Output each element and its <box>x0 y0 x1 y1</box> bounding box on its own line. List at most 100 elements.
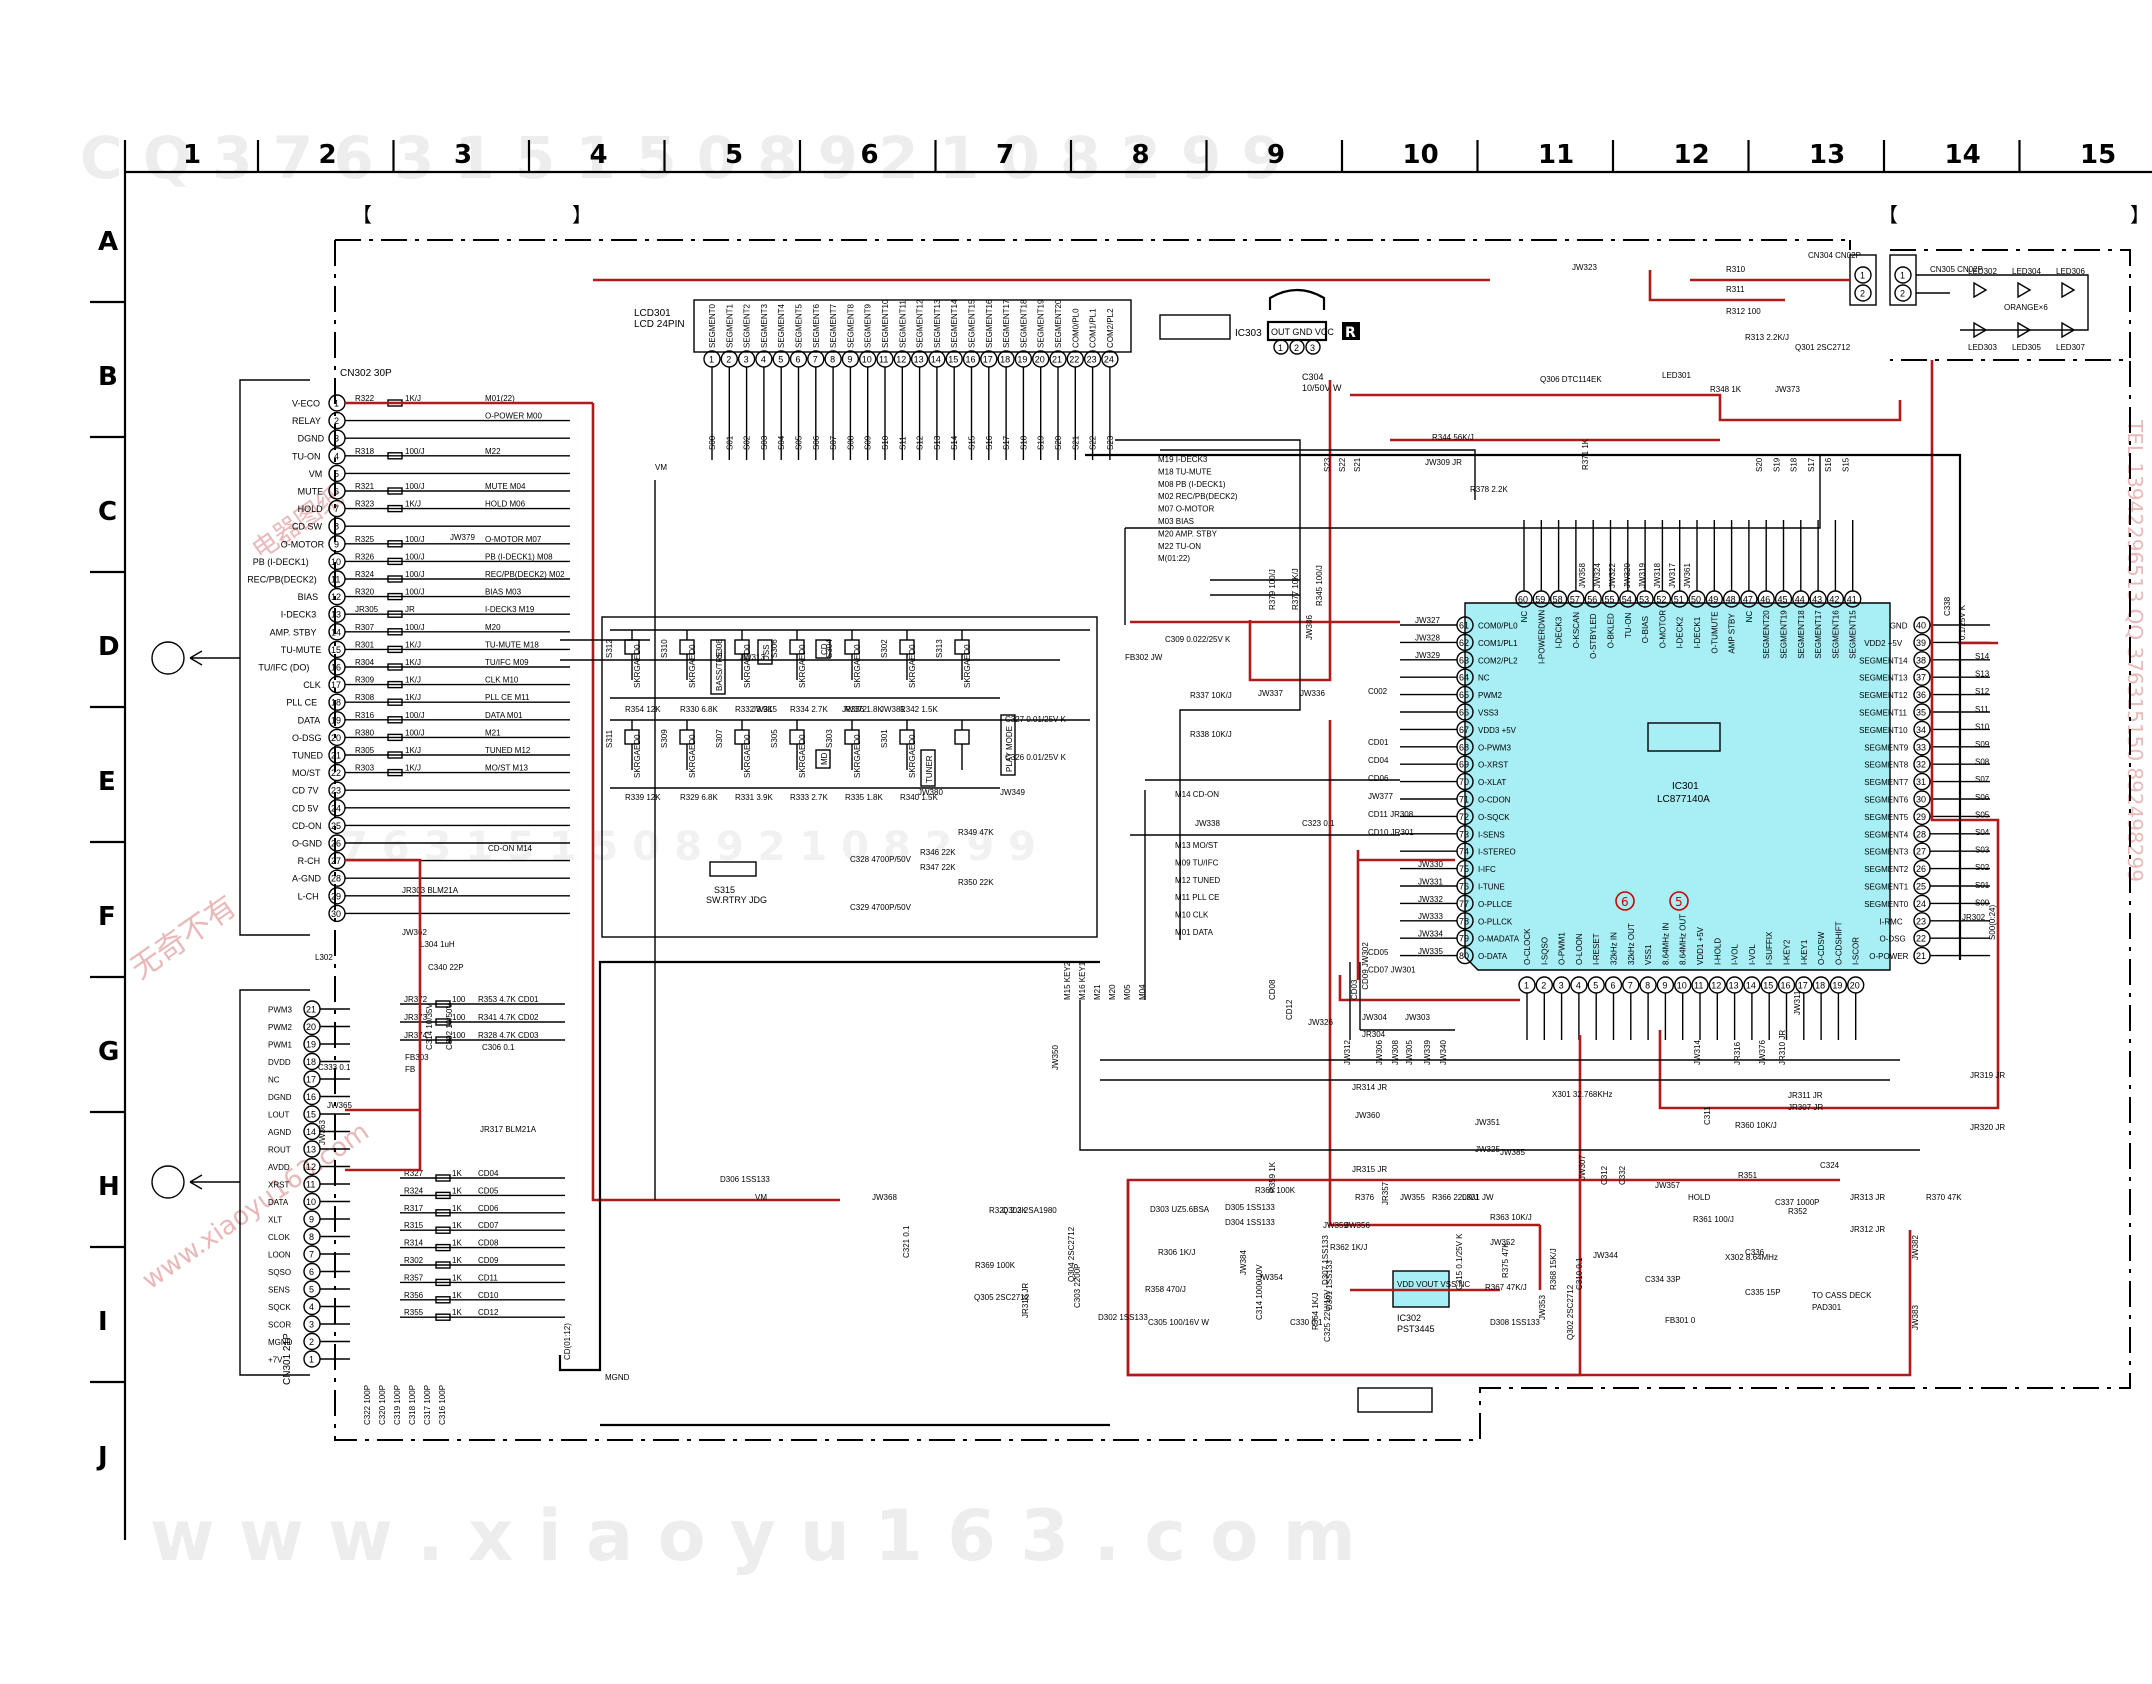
key-switch-type: SKRGAED0 <box>853 734 862 778</box>
supply-part-label: C314 1000/10V <box>1255 1264 1264 1320</box>
ic301-pin-54-number: 54 <box>1622 595 1632 605</box>
ic301-pin-name: 8.64MHz OUT <box>1679 914 1688 965</box>
ic303-pins: OUT GND VCC <box>1271 327 1334 337</box>
cn302-resistor-value: 100/J <box>405 623 425 632</box>
cn301-resistor-ref: R315 <box>404 1221 424 1230</box>
cn301-part-label: JW363 <box>318 1120 327 1145</box>
key-switch-ref: S313 <box>935 639 944 658</box>
resistor <box>387 592 403 601</box>
key-resistor: R340 1.5K <box>900 793 938 802</box>
power-part-label: R377 10K/J <box>1291 568 1300 610</box>
resistor <box>387 610 403 618</box>
ic301-pin-55-number: 55 <box>1605 595 1615 605</box>
lcd-segment-label: SEGMENT3 <box>760 303 769 348</box>
supply-part-label: D305 1SS133 <box>1225 1203 1275 1212</box>
power-part-label: R338 10K/J <box>1190 730 1232 739</box>
ic301-pin-name: I-DECK2 <box>1676 616 1685 648</box>
supply-part-label: R375 47K <box>1501 1242 1510 1278</box>
supply-part-label: R376 <box>1355 1193 1375 1202</box>
ic301-side-label: S00 <box>1975 898 1990 907</box>
ic301-pin-name: I-IFC <box>1478 865 1496 874</box>
ic301-pin-name: COM2/PL2 <box>1478 656 1518 665</box>
ic301-side-label: 0.1/25V K <box>1958 604 1967 640</box>
cn302-pin-30-number: 30 <box>331 909 341 919</box>
cn301-resistor-ref: R314 <box>404 1239 424 1248</box>
cn301-pin-12-number: 12 <box>306 1162 316 1172</box>
led-note: ORANGE×6 <box>2004 303 2048 312</box>
lower-part-label: PAD301 <box>1812 1303 1842 1312</box>
ic301-pin-64-number: 64 <box>1459 673 1469 683</box>
supply-part-label: C330 0.1 <box>1290 1318 1323 1327</box>
cn301-title: CN301 21P <box>282 1333 293 1385</box>
lcd-net-label: S20 <box>1054 435 1063 450</box>
bracket-right-close: 】 <box>2130 205 2150 227</box>
lcd-net-label: S08 <box>846 435 855 450</box>
bus-signal-label: M03 BIAS <box>1158 517 1194 526</box>
ic301-pin-27-number: 27 <box>1916 847 1926 857</box>
column-label-5: 5 <box>725 140 743 170</box>
cn302-ref-arrow <box>189 650 240 666</box>
ic301-pin-name: O-BKLED <box>1607 613 1616 648</box>
red-trace-reset <box>1328 720 1542 1292</box>
encoder-box <box>709 861 757 877</box>
key-net-label: M16 KEY1 <box>1078 961 1087 1000</box>
supply-part-label: D306 1SS133 <box>720 1175 770 1184</box>
top-jumper-label: JW361 <box>1683 563 1692 588</box>
cn301-signal: ROUT <box>268 1146 291 1155</box>
cn302-signal: BIAS <box>298 592 319 602</box>
cn302-signal: CD SW <box>292 522 323 532</box>
supply-part-label: R363 10K/J <box>1490 1213 1532 1222</box>
cn302-resistor-ref: R322 <box>355 394 375 403</box>
resistor <box>387 645 403 654</box>
supply-part-label: C321 0.1 <box>902 1225 911 1258</box>
red-trace-vdd <box>1658 360 2000 1110</box>
top-right-part-label: LED301 <box>1662 371 1691 380</box>
top-right-part-label: R344 56K/J <box>1432 433 1474 442</box>
key-resistor: R347 22K <box>920 863 956 872</box>
key-switch-type: SKRGAED0 <box>633 644 642 688</box>
cn302-signal: L-CH <box>298 891 319 901</box>
lcd-segment-label: SEGMENT13 <box>933 299 942 348</box>
cn302-net-label: REC/PB(DECK2) M02 <box>485 570 565 579</box>
resistor <box>387 680 403 689</box>
black-bus-jw <box>1349 962 1455 1040</box>
ic301-side-label: S06 <box>1975 793 1990 802</box>
cn302-resistor-ref: R380 <box>355 728 375 737</box>
cn302-pin-26-number: 26 <box>331 839 341 849</box>
cn302-pin-20-number: 20 <box>331 733 341 743</box>
ic301-pin-56-number: 56 <box>1587 595 1597 605</box>
cn305-pin-2-circle <box>1894 284 1912 302</box>
ic301-pin-name: O-DSG <box>1880 935 1906 944</box>
lcd-net-label: S01 <box>725 435 734 450</box>
row-label-G: G <box>98 1037 119 1067</box>
segment-net-label: S16 <box>1824 457 1833 472</box>
ic301-pin-name: O-XRST <box>1478 761 1508 770</box>
cn302-resistor-value: 1K/J <box>405 693 421 702</box>
cn302-net-label: M20 <box>485 623 501 632</box>
column-label-12: 12 <box>1674 140 1710 170</box>
cn301-signal: AGND <box>268 1128 291 1137</box>
key-cap: C326 0.01/25V K <box>1005 753 1067 762</box>
lcd-net-label: S09 <box>864 435 873 450</box>
ic301-pin-57-number: 57 <box>1570 595 1580 605</box>
ic301-pin-name: I-SENS <box>1478 830 1505 839</box>
cn301-net-label: CD05 <box>478 1186 499 1195</box>
cn302-signal: AMP. STBY <box>270 627 317 637</box>
top-jumper-label: JW358 <box>1578 563 1587 588</box>
lcd-pin-22-number: 22 <box>1069 355 1079 365</box>
ic301-pin-22-number: 22 <box>1916 934 1926 944</box>
ic301-side-label: S04 <box>1975 828 1990 837</box>
key-name: BASS/TRE <box>715 651 724 691</box>
ic301-side-label: JR302 <box>1962 913 1986 922</box>
supply-part-label: D307 1SS133 <box>1321 1235 1330 1285</box>
key-switch-ref: S308 <box>715 639 724 658</box>
ic301-pin-49-number: 49 <box>1708 595 1718 605</box>
ic301-side-label: CD12 <box>1285 999 1294 1020</box>
cn302-signal: REC/PB(DECK2) <box>247 575 317 585</box>
lower-part-label: C312 <box>1600 1165 1609 1185</box>
key-switch-type: SKRGAED0 <box>798 734 807 778</box>
cn302-cd-on-label: CD-ON M14 <box>488 844 533 853</box>
ic301-pin-name: O-TUMUTE <box>1710 611 1719 653</box>
